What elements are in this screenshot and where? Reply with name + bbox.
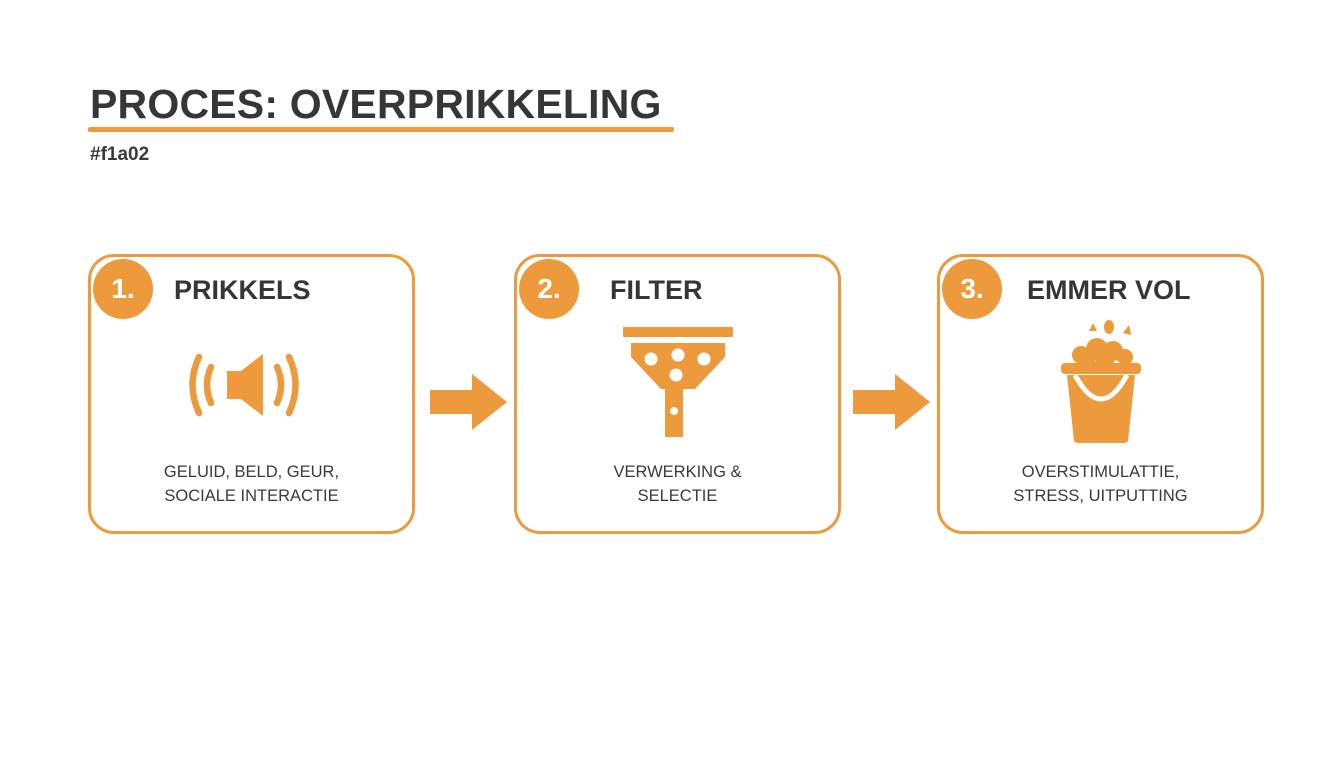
step-description: VERWERKING & SELECTIE	[517, 460, 838, 508]
step-description-line: SOCIALE INTERACTIE	[164, 487, 339, 505]
title-underline	[88, 127, 674, 132]
step-title: FILTER	[610, 275, 703, 305]
step-description-line: STRESS, UITPUTTING	[1013, 487, 1188, 505]
speaker-sound-icon	[91, 349, 412, 421]
arrow-right-icon	[430, 372, 508, 437]
step-number-badge: 2.	[519, 259, 579, 319]
step-number-badge: 3.	[942, 259, 1002, 319]
step-description: GELUID, BELD, GEUR, SOCIALE INTERACTIE	[91, 460, 412, 508]
step-description-line: GELUID, BELD, GEUR,	[163, 463, 340, 481]
step-card-prikkels: 1. PRIKKELS GELUID, BELD, GEUR, SOCIALE …	[88, 254, 415, 534]
step-title: EMMER VOL	[1027, 275, 1191, 305]
step-card-emmer-vol: 3. EMMER VOL OVERSTIMULATTIE, STRESS, UI…	[937, 254, 1264, 534]
step-description-line: SELECTIE	[637, 487, 718, 505]
step-description-line: OVERSTIMULATTIE,	[1021, 463, 1180, 481]
step-card-filter: 2. FILTER VERWERKING & SELECTIE	[514, 254, 841, 534]
arrow-right-icon	[853, 372, 931, 437]
overflowing-bucket-icon	[940, 319, 1261, 445]
process-code: #f1a02	[90, 144, 150, 165]
step-title: PRIKKELS	[174, 275, 311, 305]
page-title: PROCES: OVERPRIKKELING	[90, 81, 662, 127]
funnel-filter-icon	[517, 327, 838, 439]
step-number-badge: 1.	[93, 259, 153, 319]
step-description-line: VERWERKING &	[613, 463, 742, 481]
step-description: OVERSTIMULATTIE, STRESS, UITPUTTING	[940, 460, 1261, 508]
